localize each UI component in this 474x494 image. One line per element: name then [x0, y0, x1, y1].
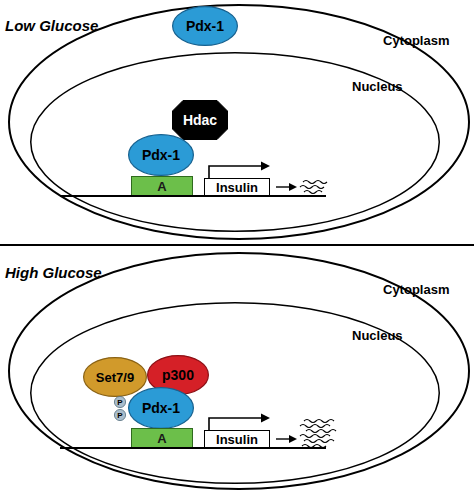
ellipse-path — [129, 135, 194, 176]
node-label: Set7/9 — [96, 370, 134, 385]
product-arrow — [276, 438, 290, 439]
arrow-head — [261, 414, 270, 423]
ellipse-path — [31, 53, 440, 232]
mrna-strand — [302, 445, 326, 448]
protein-ellipse: Pdx-1 — [172, 6, 238, 46]
arrow-head — [289, 435, 297, 443]
protein-ellipse: Set7/9 — [83, 357, 147, 397]
ellipse-path — [173, 7, 238, 46]
gene-box: Insulin — [204, 178, 270, 196]
mrna-strand — [304, 420, 334, 423]
mrna-strand — [300, 435, 330, 438]
node-label: P — [117, 398, 122, 407]
node-label: Pdx-1 — [186, 18, 224, 34]
ellipse-path — [114, 409, 125, 420]
dna-strand — [60, 447, 326, 449]
node-label: Insulin — [216, 180, 258, 195]
region-label: High Glucose — [5, 264, 102, 281]
ellipse-path — [129, 388, 194, 429]
region-label: Nucleus — [352, 328, 403, 343]
ellipse-path — [31, 303, 440, 484]
nucleus-outline: NucleusHdacPdx-1A Insulin — [30, 52, 440, 232]
node-label: Pdx-1 — [142, 147, 180, 163]
cell-outline: CytoplasmNucleusSet7/9 p300PP Pdx-1A Insuli… — [8, 252, 470, 490]
gene-box: Insulin — [204, 430, 270, 448]
mrna-strand — [303, 181, 327, 184]
enzyme-octagon: Hdac — [172, 100, 228, 140]
panel: Low GlucoseCytoplasmNucleusHdacPdx-1AIns… — [0, 0, 474, 245]
ellipse-path — [9, 253, 469, 489]
ellipse-path — [9, 5, 469, 239]
node-label: p300 — [162, 367, 194, 383]
region-label: Low Glucose — [5, 17, 98, 34]
mrna-strands — [300, 181, 327, 194]
mrna-strand — [304, 440, 334, 443]
dna-strand — [60, 195, 326, 197]
mrna-strand — [300, 425, 330, 428]
mrna-strand — [300, 186, 324, 189]
ellipse-path — [114, 396, 125, 407]
promoter-box: A — [131, 176, 193, 196]
arrow-head — [261, 162, 270, 171]
region-label: Nucleus — [352, 79, 403, 94]
product-arrow — [276, 186, 290, 187]
node-label: A — [157, 431, 166, 446]
promoter-box: A — [131, 428, 193, 448]
protein-ellipse: Pdx-1 — [128, 134, 194, 176]
node-label: Hdac — [183, 112, 217, 128]
node-label: P — [117, 411, 122, 420]
phospho-circle: P — [114, 396, 126, 408]
region-label: Cytoplasm — [383, 33, 449, 48]
transcription-arrow — [209, 418, 262, 430]
mrna-strands — [300, 420, 336, 448]
panel: High GlucoseCytoplasmNucleusSet7/9p300PP… — [0, 246, 474, 494]
node-label: Insulin — [216, 432, 258, 447]
arrow-head — [289, 183, 297, 191]
node-label: Pdx-1 — [142, 400, 180, 416]
nucleus-outline: NucleusSet7/9 p300PP Pdx-1A Insulin — [30, 302, 440, 484]
mrna-strand — [304, 191, 322, 194]
cell-outline: CytoplasmNucleusHdacPdx-1AInsulinPdx-1 — [8, 4, 470, 240]
mrna-strand — [306, 430, 336, 433]
octagon-path — [173, 101, 228, 140]
phospho-circle: P — [114, 409, 126, 421]
ellipse-path — [84, 358, 147, 397]
protein-ellipse: Pdx-1 — [128, 387, 194, 429]
node-label: A — [157, 179, 166, 194]
region-label: Cytoplasm — [383, 282, 449, 297]
transcription-arrow — [209, 166, 262, 178]
panel-divider — [0, 244, 474, 246]
